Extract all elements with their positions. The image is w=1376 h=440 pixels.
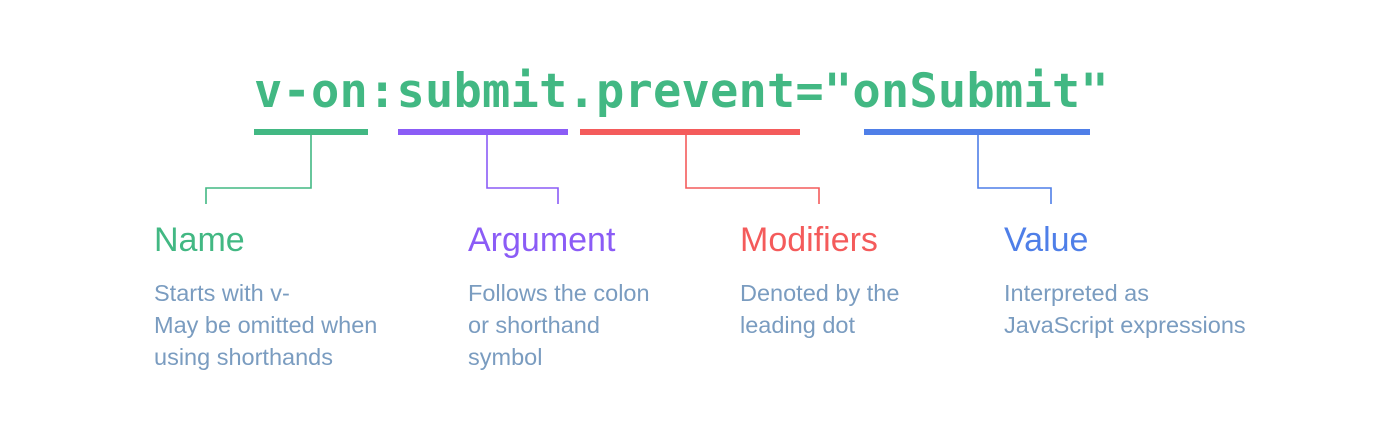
part-argument-line: or shorthand: [468, 312, 600, 338]
modifiers-connector: [685, 135, 820, 204]
part-argument-title: Argument: [468, 221, 616, 259]
part-modifiers-line: Denoted by the: [740, 280, 900, 306]
part-argument-line: symbol: [468, 344, 543, 370]
part-name-line: using shorthands: [154, 344, 333, 370]
argument-connector: [486, 135, 559, 204]
part-value-description: Interpreted as JavaScript expressions: [1004, 277, 1364, 341]
part-argument-line: Follows the colon: [468, 280, 650, 306]
part-value-line: JavaScript expressions: [1004, 312, 1246, 338]
value-connector: [977, 135, 1052, 204]
part-argument: Argument Follows the colon or shorthand …: [468, 220, 788, 373]
modifiers-underline: [580, 129, 800, 135]
part-modifiers: Modifiers Denoted by the leading dot: [740, 220, 1060, 341]
part-name-description: Starts with v- May be omitted when using…: [154, 277, 474, 373]
part-modifiers-title: Modifiers: [740, 221, 878, 259]
value-underline: [864, 129, 1090, 135]
part-name-title: Name: [154, 221, 245, 259]
directive-code: v-on:submit.prevent="onSubmit": [254, 64, 1109, 119]
part-name-line: Starts with v-: [154, 280, 290, 306]
part-name: Name Starts with v- May be omitted when …: [154, 220, 474, 373]
name-connector: [205, 135, 312, 204]
part-modifiers-description: Denoted by the leading dot: [740, 277, 1060, 341]
name-underline: [254, 129, 368, 135]
part-name-line: May be omitted when: [154, 312, 378, 338]
part-value-title: Value: [1004, 221, 1089, 259]
part-argument-description: Follows the colon or shorthand symbol: [468, 277, 788, 373]
part-value-line: Interpreted as: [1004, 280, 1150, 306]
argument-underline: [398, 129, 568, 135]
part-value: Value Interpreted as JavaScript expressi…: [1004, 220, 1364, 341]
part-modifiers-line: leading dot: [740, 312, 855, 338]
